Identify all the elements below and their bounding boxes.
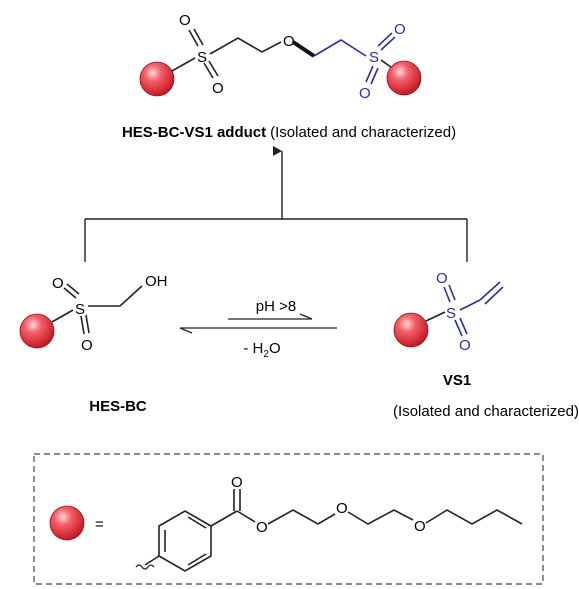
carbonyl-oxygen-atom: O	[231, 474, 243, 491]
double-bond	[443, 286, 451, 303]
sulfur-atom: S	[75, 301, 85, 318]
legend-box	[33, 453, 544, 585]
forward-condition: pH >8	[256, 298, 296, 315]
double-bond	[377, 32, 393, 47]
double-bond	[63, 287, 77, 299]
double-bond	[203, 62, 214, 79]
sulfur-atom: S	[369, 49, 379, 66]
bond	[210, 510, 238, 527]
benzene-ring	[158, 510, 212, 572]
double-bond	[448, 284, 456, 301]
polymer-bead-icon	[393, 312, 429, 348]
hes-bc-structure: S O O OH	[19, 273, 168, 354]
equals-sign: =	[95, 516, 104, 533]
ethylene-chain	[88, 285, 143, 307]
polymer-bead-icon	[19, 313, 55, 349]
bond	[236, 510, 256, 523]
polymer-bead-icon	[386, 60, 422, 96]
vinyl-derived-chain	[313, 39, 367, 57]
vinyl-double-bond	[484, 286, 504, 305]
oxygen-atom: O	[359, 85, 371, 102]
sulfur-atom: S	[446, 305, 456, 322]
ester-oxygen-atom: O	[256, 519, 268, 536]
oxygen-atom: O	[212, 80, 224, 97]
double-bond	[188, 29, 199, 47]
double-bond	[454, 319, 463, 337]
ethylene-chain	[209, 37, 282, 55]
vinyl-double-bond	[479, 281, 501, 301]
oxygen-atom: O	[179, 12, 191, 29]
butyl-chain	[425, 509, 523, 525]
double-bond	[208, 60, 219, 77]
product-name: HES-BC-VS1 adduct	[122, 124, 266, 141]
sulfur-atom: S	[197, 49, 207, 66]
equilibrium-arrows	[179, 313, 337, 334]
double-bond	[459, 317, 468, 335]
ether-oxygen-atom: O	[336, 500, 348, 517]
attachment-point-icon	[135, 564, 155, 570]
ethylene-chain	[267, 509, 336, 525]
oxygen-atom: O	[459, 337, 471, 354]
product-caption: HES-BC-VS1 adduct(Isolated and character…	[122, 124, 456, 141]
double-bond	[85, 314, 90, 334]
new-bond	[291, 40, 316, 58]
vs1-label: VS1	[443, 372, 471, 389]
polymer-bead-icon	[49, 505, 85, 541]
vs1-note: (Isolated and characterized)	[393, 403, 579, 420]
double-bond	[370, 67, 379, 85]
ethylene-chain	[347, 509, 414, 525]
backward-condition: - H2O	[243, 340, 280, 360]
hydroxyl-group: OH	[145, 273, 168, 290]
oxygen-atom: O	[52, 275, 64, 292]
aromatic-bond	[187, 553, 207, 566]
hes-bc-label: HES-BC	[89, 398, 147, 415]
bond	[51, 309, 74, 323]
product-note: (Isolated and characterized)	[270, 124, 456, 141]
double-bond	[365, 65, 374, 83]
aromatic-bond	[187, 516, 207, 529]
vs1-structure: S O O	[393, 270, 504, 354]
product-structure: S O O O S O O	[139, 12, 422, 102]
bond	[171, 57, 196, 72]
legend-structure: = O O O O	[49, 474, 523, 572]
polymer-bead-icon	[139, 61, 175, 97]
oxygen-atom: O	[436, 270, 448, 287]
bond	[425, 311, 446, 322]
oxygen-atom: O	[81, 337, 93, 354]
ether-oxygen-atom: O	[283, 33, 295, 50]
bond	[144, 555, 160, 566]
oxygen-atom: O	[394, 21, 406, 38]
double-bond	[193, 28, 204, 46]
double-bond	[380, 36, 396, 51]
ether-oxygen-atom: O	[414, 518, 426, 535]
double-bond	[80, 315, 85, 335]
vinyl-bond	[459, 299, 481, 311]
double-bond	[66, 283, 80, 295]
reaction-bracket	[84, 146, 468, 262]
